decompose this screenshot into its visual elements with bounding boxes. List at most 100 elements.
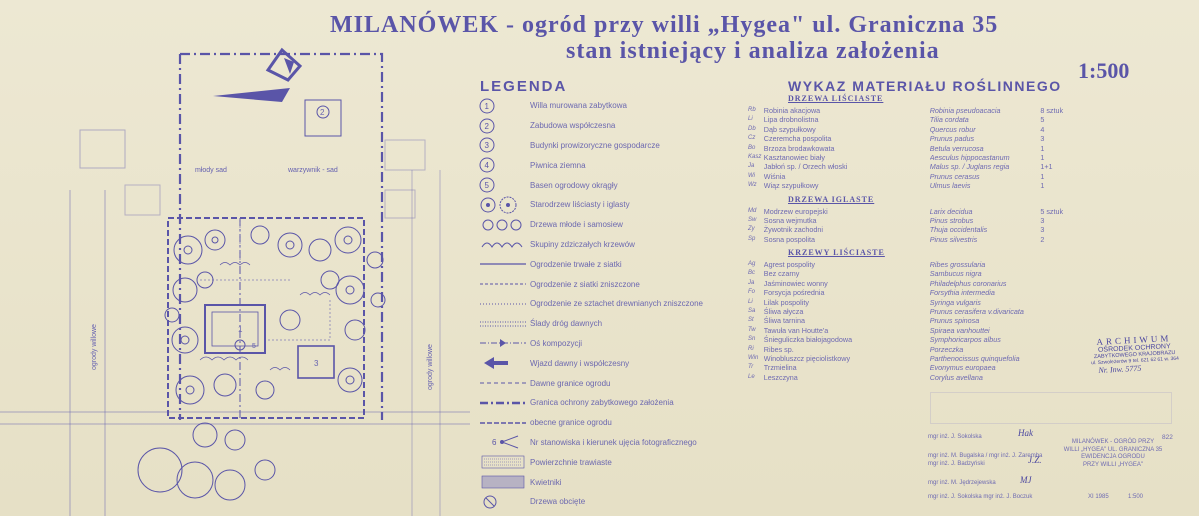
legend-symbol-icon — [478, 493, 528, 511]
legend-text: Powierzchnie trawiaste — [530, 457, 612, 467]
label-building-1: 1 — [238, 325, 243, 334]
plant-count: 2 — [1040, 234, 1045, 244]
legend-item: Dawne granice ogrodu — [478, 373, 758, 393]
legend-text: Ogrodzenie z siatki zniszczone — [530, 279, 640, 289]
legend-item: Powierzchnie trawiaste — [478, 452, 758, 472]
plant-count — [1040, 354, 1068, 363]
plant-polish-name: Wiśnia — [763, 171, 786, 181]
label-pool-5: 5 — [252, 343, 256, 350]
plant-abbr: Bc — [748, 270, 756, 277]
plant-polish-name: Leszczyna — [763, 372, 798, 382]
date-label: XI 1985 — [1088, 494, 1109, 500]
plant-abbr: Tr — [748, 364, 754, 371]
tb-desc-3: EWIDENCJA OGRODU — [1081, 454, 1145, 460]
legend-text: Basen ogrodowy okrągły — [530, 180, 618, 190]
plant-latin-name: Robinia pseudoacacia — [929, 106, 1001, 115]
plant-latin-name: Thuja occidentalis — [929, 225, 988, 235]
label-building-3: 3 — [314, 359, 319, 368]
plant-polish-name: Sosna pospolita — [763, 234, 815, 244]
plant-count — [1040, 363, 1068, 372]
plant-polish-name: Forsycja pośrednia — [763, 288, 825, 298]
author-4: mgr inż. M. Jędrzejewska — [928, 480, 996, 486]
legend-item: Skupiny zdziczałych krzewów — [478, 235, 758, 255]
tb-desc-1: MILANÓWEK - OGRÓD PRZY — [1071, 439, 1155, 445]
plant-polish-name: Dąb szypułkowy — [763, 124, 816, 134]
legend-text: Ogrodzenie trwałe z siatki — [530, 259, 622, 269]
plant-latin-name: Quercus robur — [929, 124, 976, 134]
plant-polish-name: Agrest pospolity — [763, 260, 815, 270]
plant-count — [1040, 316, 1068, 325]
title-block-description: MILANÓWEK - OGRÓD PRZY WILLI „HYGEA" UL.… — [1058, 439, 1168, 469]
plant-count: 1 — [1040, 181, 1045, 191]
legend-item: Drzewa młode i samosiew — [478, 215, 758, 235]
legend-symbol-icon — [478, 235, 528, 253]
legend-symbol-icon: 2 — [478, 117, 528, 135]
plant-polish-name: Ribes sp. — [763, 344, 794, 354]
title-line-2: stan istniejący i analiza założenia — [566, 38, 940, 64]
legend-symbol-icon: 4 — [478, 156, 528, 174]
legend-symbol-icon — [478, 196, 528, 214]
legend-text: Drzewa młode i samosiew — [530, 220, 623, 230]
legend-text: Nr stanowiska i kierunek ujęcia fotograf… — [530, 437, 697, 447]
plant-count: 1 — [1040, 171, 1045, 181]
legend-item: Kwietniki — [478, 472, 758, 492]
legend-symbol-icon — [478, 295, 528, 313]
legend-symbol-icon — [478, 374, 528, 392]
plant-count — [1040, 279, 1068, 288]
legend-symbol-icon — [478, 394, 528, 412]
plant-count — [1040, 260, 1068, 269]
plant-section-heading: DRZEWA LIŚCIASTE — [788, 94, 884, 103]
plant-latin-name: Malus sp. / Juglans regia — [929, 162, 1010, 172]
legend-symbol-icon — [478, 334, 528, 352]
legend-symbol-icon — [478, 275, 528, 293]
plant-count: 3 — [1040, 215, 1045, 225]
plant-count: 5 — [1040, 115, 1045, 125]
plant-latin-name: Corylus avellana — [929, 372, 983, 382]
plant-latin-name: Prunus cerasus — [929, 171, 980, 181]
plant-polish-name: Czeremcha pospolita — [763, 134, 832, 144]
legend-item: Ogrodzenie trwałe z siatki — [478, 254, 758, 274]
plant-latin-name: Sambucus nigra — [929, 269, 982, 279]
plant-abbr: Ja — [748, 163, 755, 170]
legend-text: Wjazd dawny i współczesny — [530, 358, 630, 368]
plant-abbr: Wi — [748, 172, 755, 179]
legend-item: Starodrzew liściasty i iglasty — [478, 195, 758, 215]
legend-symbol-icon — [478, 255, 528, 273]
plant-polish-name: Bez czarny — [763, 269, 800, 279]
plant-count — [1040, 288, 1068, 297]
plant-abbr: Db — [748, 125, 756, 132]
plant-count: 1 — [1040, 152, 1045, 162]
title-block: mgr inż. J. Sokolska Hak 822 MILANÓWEK -… — [928, 425, 1178, 509]
plant-polish-name: Tawuła van Houtte'a — [763, 325, 829, 335]
plant-abbr: Zy — [748, 226, 755, 233]
plant-latin-name: Spiraea vanhouttei — [929, 325, 990, 335]
plant-count: 3 — [1040, 134, 1045, 144]
legend-item: Ogrodzenie ze sztachet drewnianych znisz… — [478, 294, 758, 314]
plant-latin-name: Ulmus laevis — [929, 181, 971, 191]
plant-count — [1040, 373, 1068, 382]
plant-abbr: Li — [748, 116, 753, 123]
plant-abbr: Sw — [748, 216, 757, 223]
legend-text: Granica ochrony zabytkowego założenia — [530, 398, 674, 408]
plant-abbr: St — [748, 317, 754, 324]
plant-latin-name: Prunus cerasifera v.divaricata — [929, 307, 1024, 317]
plant-row: Bc Bez czarny Sambucus nigra — [748, 269, 1068, 278]
